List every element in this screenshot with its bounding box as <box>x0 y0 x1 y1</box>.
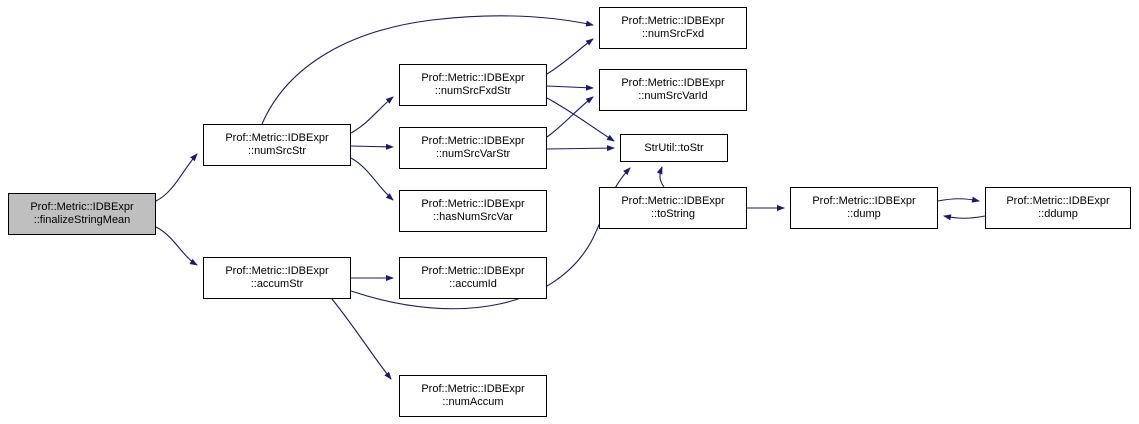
graph-node-accumId[interactable]: Prof::Metric::IDBExpr ::accumId <box>399 257 547 299</box>
edge-numSrcFxdStr-numSrcVarId <box>546 84 594 91</box>
node-label: ::numSrcVarStr <box>435 148 511 160</box>
node-label: Prof::Metric::IDBExpr <box>225 132 329 144</box>
edge-numSrcFxdStr-numSrcFxd <box>546 38 594 75</box>
graph-node-numSrcFxdStr[interactable]: Prof::Metric::IDBExpr ::numSrcFxdStr <box>399 64 547 106</box>
node-label: ::dump <box>847 208 881 220</box>
edge-finalizeStringMean-accumStr <box>155 226 198 266</box>
graph-node-numAccum[interactable]: Prof::Metric::IDBExpr ::numAccum <box>399 375 547 417</box>
graph-node-toString[interactable]: Prof::Metric::IDBExpr ::toString <box>599 187 747 229</box>
node-label: Prof::Metric::IDBExpr <box>812 195 916 207</box>
node-label: StrUtil::toStr <box>644 141 704 154</box>
edge-dump-ddump <box>937 196 980 203</box>
node-label: ::toString <box>650 208 696 220</box>
node-label: Prof::Metric::IDBExpr <box>621 15 725 27</box>
node-label: ::numSrcStr <box>247 145 307 157</box>
node-label: ::accumStr <box>250 278 304 290</box>
edge-numSrcStr-numSrcFxdStr <box>350 96 394 134</box>
graph-node-numSrcVarId[interactable]: Prof::Metric::IDBExpr ::numSrcVarId <box>599 69 747 111</box>
edge-finalizeStringMean-numSrcStr <box>155 153 198 202</box>
graph-node-dump[interactable]: Prof::Metric::IDBExpr ::dump <box>790 187 938 229</box>
node-label: ::numAccum <box>442 396 504 408</box>
node-label: Prof::Metric::IDBExpr <box>621 195 725 207</box>
edge-accumStr-numAccum <box>331 298 392 380</box>
node-label: ::numSrcFxd <box>641 28 705 40</box>
edge-numSrcStr-numSrcFxd <box>261 15 594 125</box>
graph-node-numSrcVarStr[interactable]: Prof::Metric::IDBExpr ::numSrcVarStr <box>399 127 547 169</box>
edge-numSrcFxdStr-toStr <box>546 97 615 142</box>
edge-numSrcStr-hasNumSrcVar <box>350 157 394 201</box>
node-label: ::finalizeStringMean <box>33 214 131 226</box>
graph-node-hasNumSrcVar[interactable]: Prof::Metric::IDBExpr ::hasNumSrcVar <box>399 190 547 232</box>
graph-node-accumStr[interactable]: Prof::Metric::IDBExpr ::accumStr <box>203 257 351 299</box>
node-label: Prof::Metric::IDBExpr <box>421 198 525 210</box>
node-label: Prof::Metric::IDBExpr <box>225 265 329 277</box>
graph-node-toStr[interactable]: StrUtil::toStr <box>620 134 728 162</box>
edge-toString-toStr <box>656 166 665 188</box>
graph-node-finalizeStringMean: Prof::Metric::IDBExpr ::finalizeStringMe… <box>8 193 156 235</box>
edge-ddump-dump <box>943 214 986 221</box>
node-label: ::ddump <box>1038 208 1078 220</box>
node-label: Prof::Metric::IDBExpr <box>30 201 134 213</box>
edge-numSrcVarStr-toStr <box>546 145 615 152</box>
graph-node-numSrcStr[interactable]: Prof::Metric::IDBExpr ::numSrcStr <box>203 124 351 166</box>
graph-node-numSrcFxd[interactable]: Prof::Metric::IDBExpr ::numSrcFxd <box>599 7 747 49</box>
edge-numSrcStr-numSrcVarStr <box>350 143 394 150</box>
edge-numSrcVarStr-numSrcVarId <box>546 96 594 138</box>
node-label: ::accumId <box>449 278 497 290</box>
node-label: Prof::Metric::IDBExpr <box>1006 195 1110 207</box>
graph-node-ddump[interactable]: Prof::Metric::IDBExpr ::ddump <box>985 187 1131 229</box>
node-label: ::numSrcFxdStr <box>434 85 512 97</box>
node-label: Prof::Metric::IDBExpr <box>421 72 525 84</box>
node-label: Prof::Metric::IDBExpr <box>421 383 525 395</box>
node-label: Prof::Metric::IDBExpr <box>621 77 725 89</box>
node-label: ::hasNumSrcVar <box>433 211 513 223</box>
node-label: ::numSrcVarId <box>638 90 708 102</box>
node-label: Prof::Metric::IDBExpr <box>421 135 525 147</box>
node-label: Prof::Metric::IDBExpr <box>421 265 525 277</box>
